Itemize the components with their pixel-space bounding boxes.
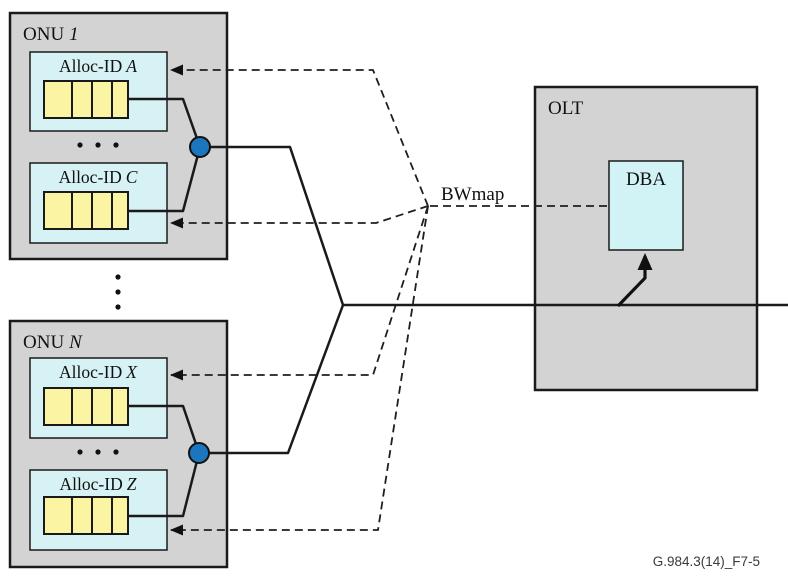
alloc-a-queue <box>43 80 129 119</box>
olt-title-text: OLT <box>548 98 584 119</box>
dba-input-arrow <box>616 253 653 308</box>
onu-ellipsis-vertical <box>115 274 121 310</box>
alloc-a-label-id: A <box>125 56 137 76</box>
onuN-title-index: N <box>68 332 83 353</box>
queue-body <box>43 387 129 426</box>
queue-body <box>43 80 129 119</box>
queue-a-link-line <box>128 97 202 148</box>
queue-body <box>43 191 129 230</box>
onu1-title-text: ONU <box>23 24 64 45</box>
onuN-mux-node <box>188 442 210 464</box>
alloc-c-label-id: C <box>126 167 138 187</box>
alloc-z-label-text: Alloc-ID <box>60 474 123 494</box>
onuN-title-text: ONU <box>23 332 64 353</box>
upstream-fibre-lines <box>128 97 788 518</box>
onu1-mux-node <box>189 136 211 158</box>
onuN-ellipsis-dots <box>77 449 119 455</box>
bwmap-label: BWmap <box>441 184 504 205</box>
grant-arrow-alloc-x <box>170 205 429 381</box>
alloc-x-label-id: X <box>125 362 138 382</box>
bwmap-label-text: BWmap <box>441 184 504 205</box>
figure-caption: G.984.3(14)_F7-5 <box>653 554 760 569</box>
olt-group: OLT DBA <box>533 85 759 392</box>
queue-c-link-line <box>128 146 202 213</box>
olt-title: OLT <box>548 98 584 119</box>
grant-arrow-alloc-z <box>170 205 429 536</box>
onu1-upstream-line <box>200 145 345 306</box>
grant-arrow-alloc-c <box>170 205 429 229</box>
grant-arrow-alloc-a <box>170 64 429 207</box>
dba-label: DBA <box>626 169 666 190</box>
alloc-x-label-text: Alloc-ID <box>59 362 122 382</box>
onuN-upstream-line <box>199 304 345 455</box>
alloc-c-label-text: Alloc-ID <box>59 167 122 187</box>
onu1-ellipsis-dots <box>77 142 119 148</box>
queue-body <box>43 496 129 535</box>
bwmap-grant-lines <box>170 64 607 536</box>
queue-x-link-line <box>128 404 201 454</box>
figure-caption-text: G.984.3(14)_F7-5 <box>653 554 760 569</box>
queue-z-link-line <box>128 452 201 518</box>
alloc-z-label-id: Z <box>127 474 137 494</box>
alloc-x-queue <box>43 387 129 426</box>
dba-box <box>608 160 684 251</box>
dba-label-text: DBA <box>626 169 666 190</box>
alloc-c-queue <box>43 191 129 230</box>
alloc-z-queue <box>43 496 129 535</box>
alloc-a-label-text: Alloc-ID <box>59 56 122 76</box>
onu1-title-index: 1 <box>69 24 79 45</box>
